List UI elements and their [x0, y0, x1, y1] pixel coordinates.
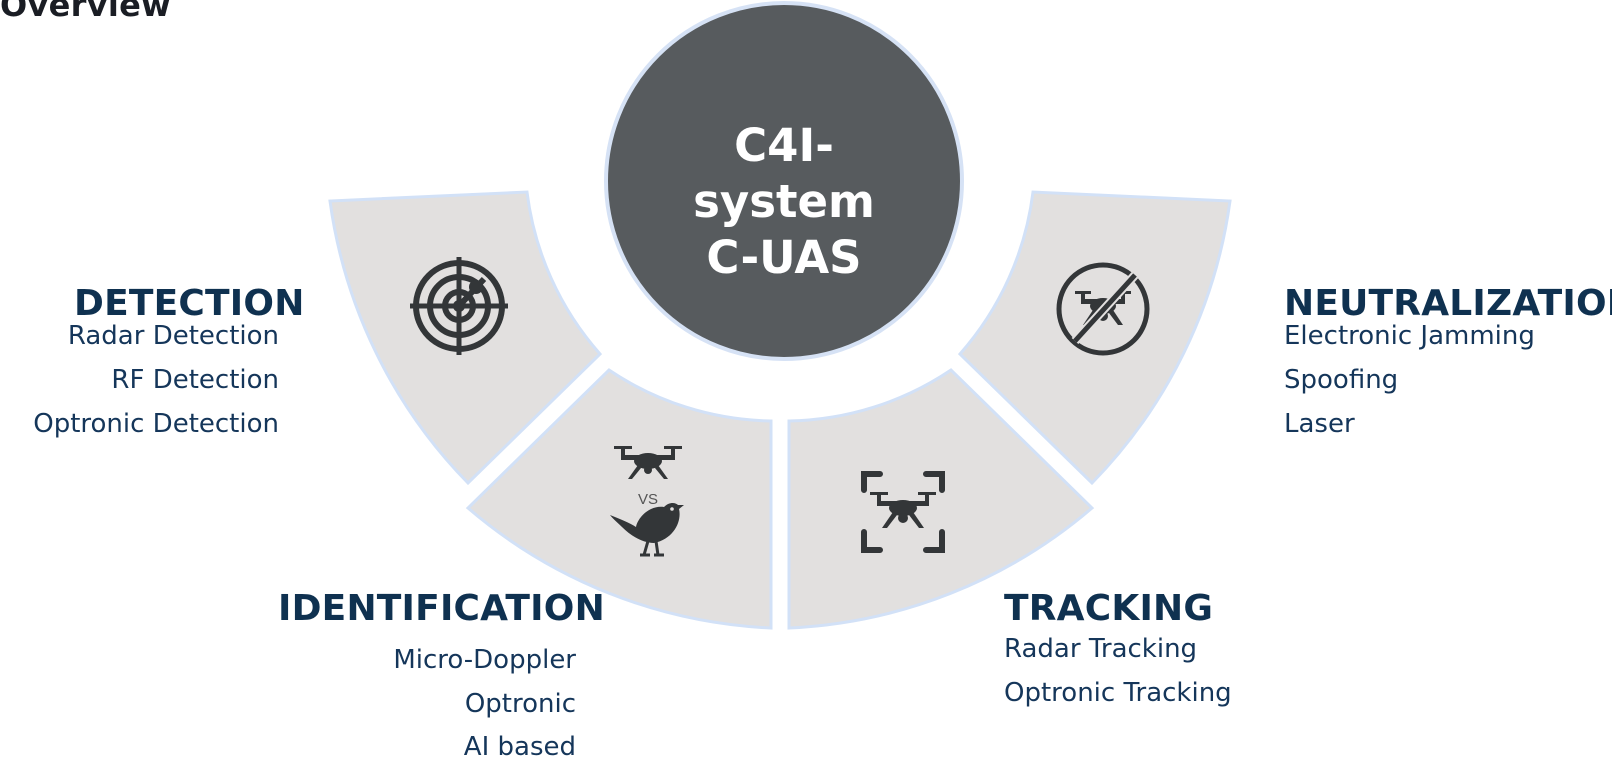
vs-label: VS	[638, 491, 658, 508]
center-circle	[604, 1, 964, 361]
detection-item: RF Detection	[111, 365, 279, 395]
center-title-line: C4I-	[734, 119, 834, 172]
center-title-line: C-UAS	[706, 231, 862, 284]
page-title: Overview	[0, 0, 172, 24]
tracking-heading: TRACKING	[1004, 588, 1214, 629]
center-title-line: system	[693, 175, 875, 228]
center-title: C4I- system C-UAS	[625, 118, 943, 286]
tracking-item: Optronic Tracking	[1004, 678, 1232, 708]
neutralization-item: Electronic Jamming	[1284, 321, 1535, 351]
neutralization-heading: NEUTRALIZATION	[1284, 283, 1612, 324]
drone-target-icon	[861, 471, 945, 553]
identification-segment	[465, 368, 773, 630]
neutralization-item: Spoofing	[1284, 365, 1399, 395]
detection-heading: DETECTION	[74, 283, 305, 324]
tracking-item: Radar Tracking	[1004, 634, 1198, 664]
identification-item: Optronic	[464, 689, 576, 719]
detection-segment	[328, 190, 603, 486]
neutralization-segment	[957, 190, 1232, 486]
detection-item: Optronic Detection	[33, 409, 279, 439]
neutralization-item: Laser	[1284, 409, 1355, 439]
no-drone-icon	[1056, 262, 1150, 356]
detection-item: Radar Detection	[67, 321, 279, 351]
identification-item: AI based	[463, 732, 576, 762]
identification-item: Micro-Doppler	[393, 645, 576, 675]
drone-vs-bird-icon: VS	[610, 446, 684, 557]
radar-icon	[410, 257, 508, 355]
tracking-segment	[787, 368, 1095, 630]
identification-heading: IDENTIFICATION	[278, 588, 605, 629]
